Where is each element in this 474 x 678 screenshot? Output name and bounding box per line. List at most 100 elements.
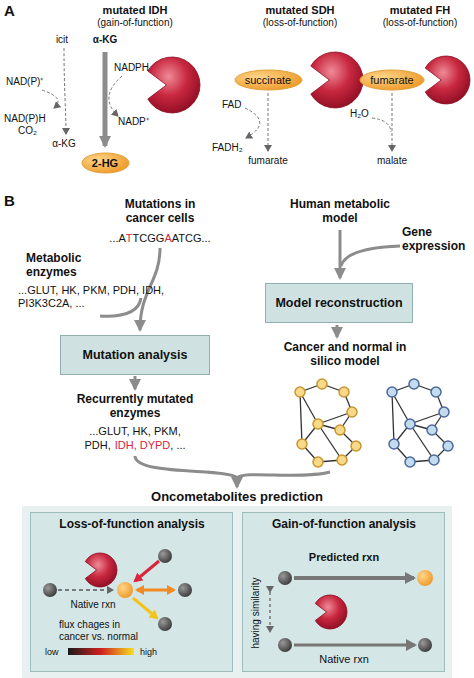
- metabolic-network: [405, 419, 415, 429]
- metabolic-network: [313, 419, 323, 429]
- text-label: Mutations in cancer cells: [110, 198, 210, 226]
- enzyme-symbol: [148, 57, 200, 113]
- flow-arrow: [135, 456, 237, 478]
- text-label: IDH, DYPD: [115, 439, 171, 452]
- metabolic-network: [389, 439, 399, 449]
- text-label: low: [45, 647, 59, 657]
- metabolic-network: [429, 455, 439, 465]
- text-label: Native rxn: [319, 653, 369, 666]
- text-label: mutated SDH: [265, 4, 334, 17]
- flow-arrow: [134, 376, 137, 389]
- reaction-scheme: [137, 589, 174, 592]
- metabolic-network: [347, 407, 357, 417]
- reaction-scheme: [158, 549, 172, 563]
- node-text: fumarate: [370, 74, 413, 86]
- flow-arrow: [341, 246, 400, 266]
- panel-title: Loss-of-function analysis: [59, 518, 204, 532]
- metabolic-network: [387, 387, 397, 397]
- flow-arrow: [339, 230, 342, 278]
- metabolic-network: [317, 379, 327, 389]
- reaction-arrow: [42, 48, 392, 151]
- node-text: Mutation analysis: [83, 348, 188, 362]
- reaction-scheme: [117, 582, 133, 598]
- metabolic-network: [295, 387, 305, 397]
- text-label: ...GLUT, HK, PKM, PDH, IDH, PI3K3C2A, ..…: [18, 284, 168, 309]
- text-label: Gene expression: [402, 226, 470, 254]
- panel-letter: A: [4, 2, 15, 19]
- text-label: ...A: [109, 232, 126, 245]
- metabolic-network: [313, 457, 323, 467]
- text-label: Native rxn: [70, 599, 115, 611]
- analysis-panel: Gain-of-function analysis having similari…: [242, 512, 445, 672]
- ellipse-shape: [360, 70, 424, 90]
- text-label: (gain-of-function): [97, 17, 173, 29]
- text-label: Human metabolic model: [275, 198, 405, 226]
- panel-title: Gain-of-function analysis: [272, 518, 416, 532]
- ellipse-shape: [82, 153, 129, 173]
- node-text: succinate: [245, 74, 291, 86]
- text-label: (loss-of-function): [383, 17, 457, 29]
- panel-ground: [242, 512, 445, 672]
- reaction-scheme: [294, 576, 414, 580]
- metabolic-network: [339, 387, 349, 397]
- analysis-panel: Loss-of-function analysisNative rxn flux …: [30, 512, 233, 672]
- text-label: flux chages in cancer vs. normal: [59, 619, 147, 642]
- text-row: PDH, IDH, DYPD, ...: [84, 439, 185, 452]
- text-label: Oncometabolites prediction: [151, 490, 323, 505]
- reaction-scheme: [68, 648, 134, 655]
- panel-ground: [22, 506, 452, 678]
- reaction-arrow: [64, 48, 66, 134]
- text-label: ...GLUT, HK, PKM,: [89, 425, 181, 438]
- enzyme-symbol: [425, 56, 470, 104]
- metabolite-ellipse: succinate: [234, 69, 303, 91]
- metabolic-network: [409, 379, 419, 389]
- metabolic-network: [295, 379, 453, 467]
- text-label: PDH,: [84, 439, 110, 452]
- metabolic-network: [351, 441, 361, 451]
- text-label: FADH₂: [212, 142, 243, 154]
- reaction-arrow: [103, 52, 108, 146]
- text-label: high: [140, 647, 157, 657]
- flow-arrow: [236, 476, 239, 487]
- text-label: Metabolic enzymes: [26, 252, 106, 280]
- text-label: , ...: [170, 439, 185, 452]
- text-label: having similarity: [250, 577, 262, 648]
- text-label: α-KG: [93, 34, 117, 46]
- reaction-scheme: [269, 592, 271, 632]
- text-label: CO₂: [18, 125, 37, 137]
- enzyme-symbol: [315, 595, 347, 629]
- text-label: FAD: [222, 99, 241, 111]
- text-label: NAD(P)⁺: [6, 76, 43, 88]
- metabolic-network: [405, 457, 415, 467]
- metabolite-ellipse: fumarate: [359, 69, 425, 91]
- ellipse-shape: [235, 70, 302, 90]
- metabolic-network: [431, 387, 441, 397]
- process-box: Model reconstruction: [265, 283, 413, 323]
- metabolic-network: [392, 392, 394, 444]
- flow-arrow: [100, 298, 141, 316]
- reaction-scheme: [133, 598, 157, 618]
- flow-arrow: [336, 325, 339, 337]
- panel-letter: B: [4, 192, 15, 209]
- text-label: NADPH: [114, 62, 149, 74]
- text-label: mutated IDH: [103, 4, 168, 17]
- text-label: NAD(P)H: [4, 113, 46, 125]
- reaction-scheme: [135, 561, 159, 581]
- reaction-scheme: [417, 570, 433, 586]
- process-box: Mutation analysis: [60, 335, 210, 375]
- text-row: ...ATTCGGAATCG...: [109, 232, 210, 245]
- enzyme-symbol: [85, 553, 117, 587]
- text-label: NADP⁺: [118, 116, 149, 128]
- node-text: Model reconstruction: [275, 296, 402, 310]
- text-label: ATCG...: [172, 232, 211, 245]
- metabolic-network: [297, 439, 307, 449]
- reaction-scheme: [158, 617, 172, 631]
- reaction-scheme: [58, 589, 113, 591]
- metabolite-ellipse: 2-HG: [81, 152, 130, 174]
- text-label: Recurrently mutated enzymes: [55, 393, 215, 421]
- metabolic-network: [443, 441, 453, 451]
- metabolic-network: [300, 392, 302, 444]
- reaction-arrow: [372, 118, 391, 132]
- text-label: A: [164, 232, 171, 245]
- reaction-arrow: [42, 90, 58, 108]
